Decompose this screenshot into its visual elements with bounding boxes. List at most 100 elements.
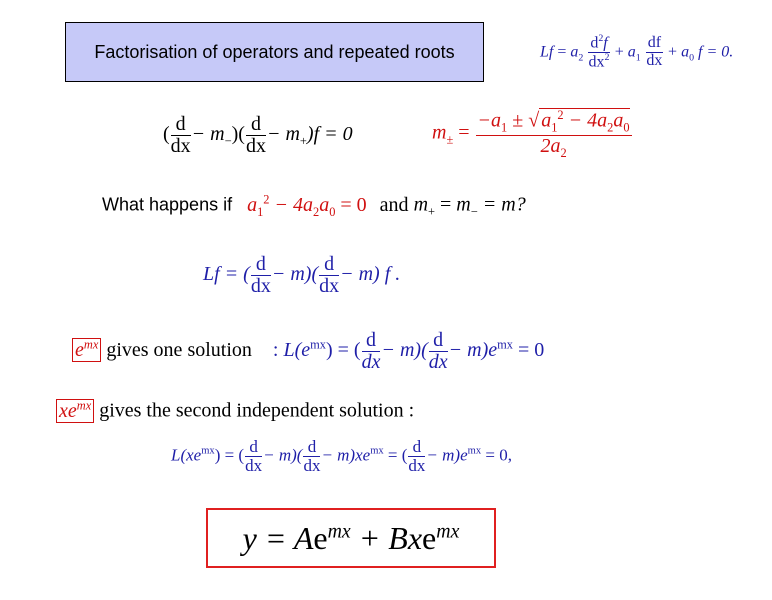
equals: =	[557, 43, 567, 61]
xe: xe	[59, 399, 77, 422]
sub: 2	[312, 204, 320, 219]
sub: 0	[329, 204, 336, 219]
den: dx	[250, 275, 271, 297]
minus-m: − m	[266, 123, 300, 146]
sup: mx	[436, 519, 460, 542]
minus-m: − m	[191, 123, 225, 146]
sup: mx	[327, 519, 351, 542]
a0: a	[613, 109, 624, 132]
end: = 0,	[481, 445, 512, 465]
sub: −	[470, 204, 478, 219]
solution-two-line: xemx gives the second independent soluti…	[56, 398, 414, 423]
den: dx	[245, 455, 263, 475]
num-df: df	[645, 34, 664, 54]
sqrt-content: a12 − 4a2a0	[539, 108, 630, 135]
num: d	[245, 114, 266, 136]
paren-mid: )(	[231, 123, 245, 146]
num: d	[408, 438, 426, 457]
eq-a: = A	[256, 519, 314, 556]
num: d	[245, 438, 263, 457]
num: d	[319, 254, 340, 276]
num: d	[250, 254, 271, 276]
sub: 0	[623, 120, 630, 135]
sup: mx	[497, 337, 513, 352]
general-solution: y = Aemx + Bxemx	[243, 520, 460, 557]
num-f: f	[603, 34, 608, 52]
first-derivative: df dx	[645, 34, 664, 70]
colon: :	[272, 339, 279, 362]
den-dx: dx	[646, 52, 663, 70]
den: dx	[170, 135, 191, 157]
sub: 2	[578, 52, 584, 64]
mid: − m)(	[271, 263, 319, 286]
eq: = 0	[335, 193, 367, 216]
general-solution-box: y = Aemx + Bxemx	[206, 508, 496, 568]
roots-formula: m± = −a1 ± √a12 − 4a2a0 2a2	[432, 108, 633, 160]
lhs: L(xe	[171, 445, 202, 465]
close: ) = (	[325, 339, 361, 362]
tail: − m) f .	[340, 263, 401, 286]
second-derivative: d2f dx2	[588, 33, 610, 71]
sub: 1	[501, 120, 508, 135]
sub: ±	[446, 132, 454, 147]
and-word: and	[379, 193, 409, 216]
y: y	[242, 519, 257, 556]
quadratic-fraction: −a1 ± √a12 − 4a2a0 2a2	[475, 108, 632, 160]
sub: +	[299, 134, 307, 149]
num: d	[170, 114, 191, 136]
question-prefix: What happens if	[102, 194, 233, 215]
num: d	[361, 330, 381, 352]
mid: − m)(	[263, 445, 303, 465]
rest: − 4a	[269, 193, 313, 216]
sup: mx	[370, 445, 384, 457]
den: dx	[245, 135, 266, 157]
num: d	[303, 438, 321, 457]
eq: = m?	[477, 193, 526, 216]
close: ) = (	[214, 445, 245, 465]
sup: mx	[310, 337, 326, 352]
end: = 0	[512, 339, 545, 362]
operator-definition: Lf = a2 d2f dx2 + a1 df dx + a0 f = 0.	[540, 33, 734, 71]
den: dx	[319, 275, 340, 297]
tail: − m)e	[426, 445, 468, 465]
m: m	[432, 121, 447, 144]
question-line: What happens if a12 − 4a2a0 = 0 and m+ =…	[102, 192, 526, 220]
sqrt-symbol: √	[528, 109, 540, 132]
den: dx	[361, 351, 381, 373]
plus: +	[668, 43, 678, 61]
equals: =	[458, 121, 470, 144]
a: a	[541, 109, 552, 132]
sup: mx	[76, 398, 92, 412]
lhs: Lf = (	[203, 263, 250, 286]
emx-box: emx	[72, 337, 102, 363]
den: dx	[303, 455, 321, 475]
m: m	[456, 193, 471, 216]
a: a	[247, 193, 258, 216]
title-box: Factorisation of operators and repeated …	[65, 22, 484, 82]
num: −a	[477, 109, 502, 132]
sub: 0	[689, 52, 695, 64]
coef-a0: a	[681, 43, 690, 61]
coef-a2: a	[570, 43, 579, 61]
den-dx: dx	[588, 53, 605, 71]
mid2: − m)xe	[321, 445, 371, 465]
plus: +	[614, 43, 624, 61]
eq: =	[435, 193, 457, 216]
pm: ±	[507, 109, 529, 132]
sub: −	[224, 134, 232, 149]
sub: 2	[607, 120, 614, 135]
den: dx	[428, 351, 448, 373]
operator-tail: f = 0.	[698, 43, 734, 61]
e: e	[313, 519, 328, 556]
solution-one-text: gives one solution	[106, 339, 252, 362]
tail: − m)e	[448, 339, 498, 362]
